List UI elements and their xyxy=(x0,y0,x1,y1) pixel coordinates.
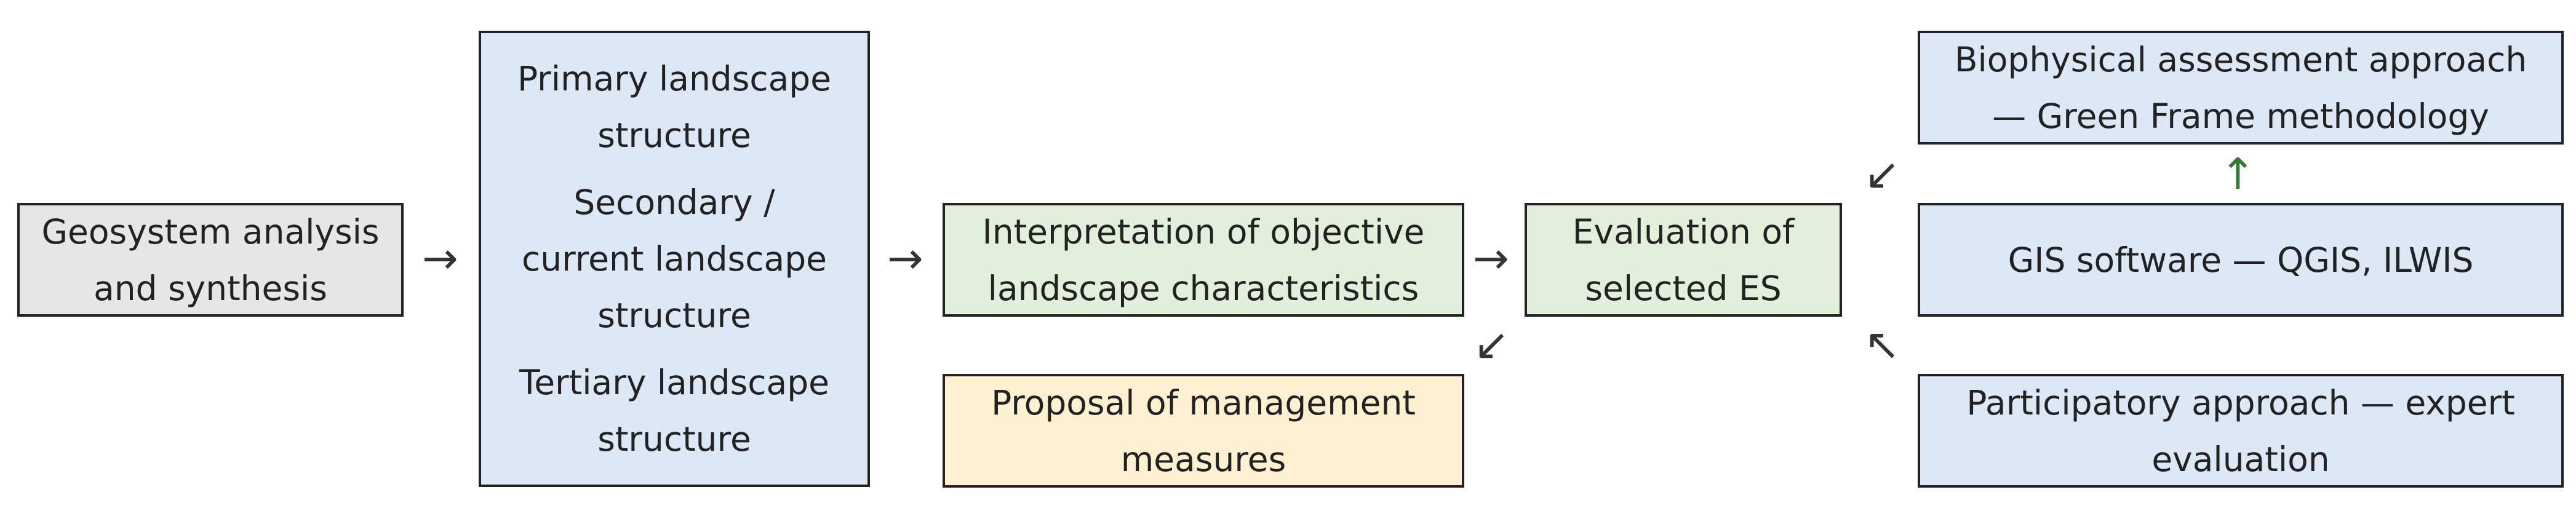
participatory-box: Participatory approach — expert evaluati… xyxy=(1918,374,2564,488)
evaluation-box: Evaluation of selected ES xyxy=(1525,203,1842,317)
arrow-participatory-to-evaluation: ↖ xyxy=(1864,319,1900,370)
geosystem-label: Geosystem analysis and synthesis xyxy=(41,212,380,308)
proposal-label: Proposal of management measures xyxy=(991,382,1416,479)
arrow-geosystem-to-structure: → xyxy=(422,233,458,283)
interpretation-label: Interpretation of objective landscape ch… xyxy=(982,212,1425,308)
tertiary-structure-label: Tertiary landscape structure xyxy=(519,362,829,459)
biophysical-box: Biophysical assessment approach — Green … xyxy=(1918,31,2564,145)
arrow-interpretation-to-evaluation: → xyxy=(1473,233,1509,283)
geosystem-box: Geosystem analysis and synthesis xyxy=(17,203,404,317)
proposal-box: Proposal of management measures xyxy=(943,374,1464,488)
evaluation-label: Evaluation of selected ES xyxy=(1572,212,1795,308)
gis-label: GIS software — QGIS, ILWIS xyxy=(2008,240,2474,280)
arrow-gis-to-biophysical: ↑ xyxy=(2220,149,2256,199)
participatory-label: Participatory approach — expert evaluati… xyxy=(1966,382,2515,479)
biophysical-label: Biophysical assessment approach — Green … xyxy=(1954,39,2527,136)
arrow-structure-to-interpretation: → xyxy=(887,233,923,283)
secondary-structure-label: Secondary / current landscape structure xyxy=(522,182,827,335)
primary-structure-label: Primary landscape structure xyxy=(517,59,832,156)
arrow-biophysical-to-evaluation: ↙ xyxy=(1864,149,1900,199)
landscape-structure-box: Primary landscape structure Secondary / … xyxy=(479,31,870,487)
gis-box: GIS software — QGIS, ILWIS xyxy=(1918,203,2564,317)
interpretation-box: Interpretation of objective landscape ch… xyxy=(943,203,1464,317)
arrow-evaluation-to-proposal: ↙ xyxy=(1473,319,1510,370)
